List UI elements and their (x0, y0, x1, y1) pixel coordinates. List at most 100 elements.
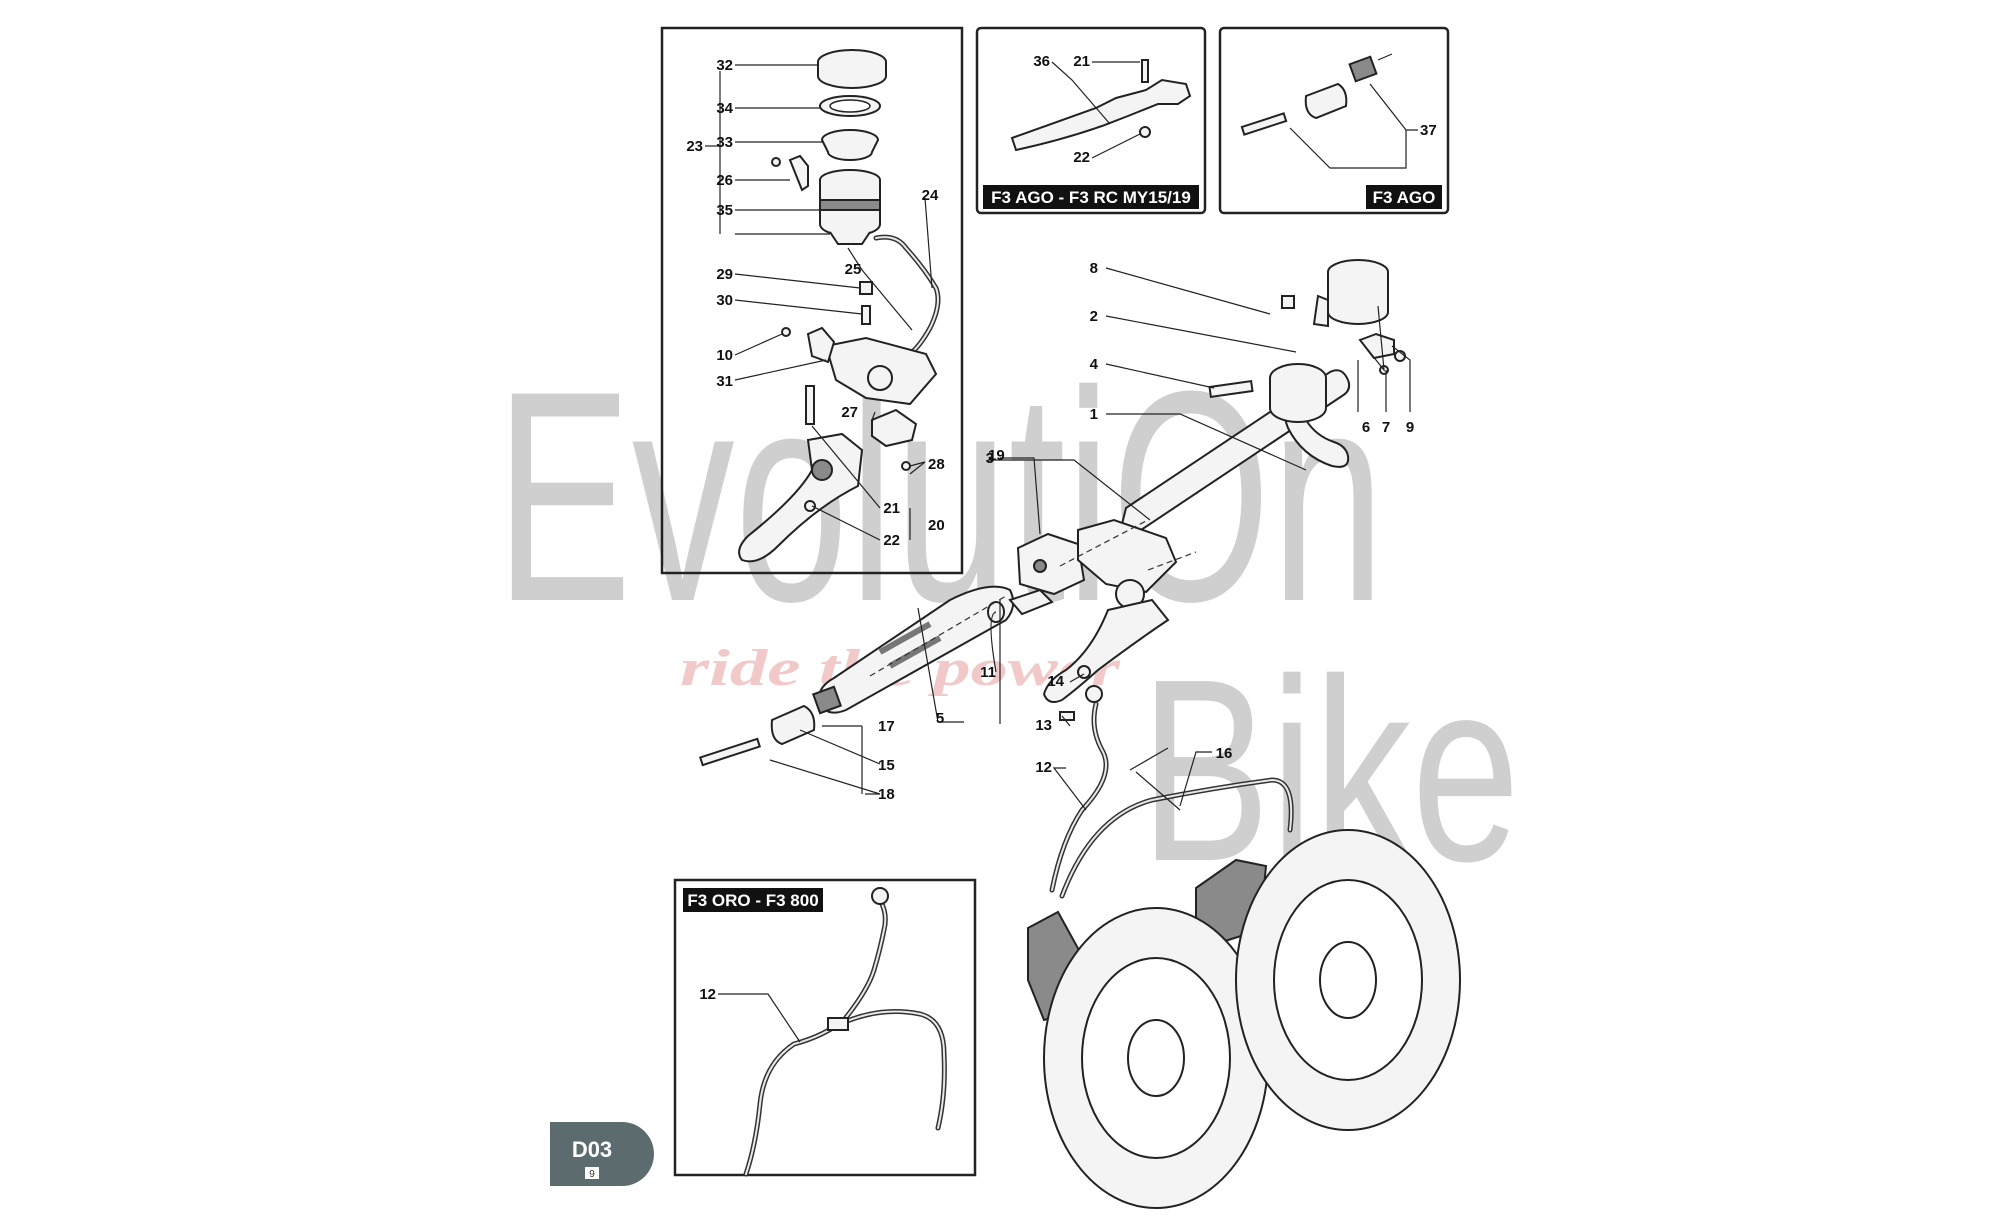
bar-end-weight (1304, 82, 1348, 120)
label-2: 2 (1090, 308, 1098, 325)
label-13: 13 (1035, 717, 1052, 734)
label-1: 1 (1090, 406, 1098, 423)
inset-title-bg (983, 185, 1199, 209)
lever-variant (1010, 78, 1192, 152)
reservoir-band (819, 199, 881, 211)
inset-title-bg-ago (1366, 185, 1442, 209)
label-11: 11 (980, 664, 996, 681)
disc-left-hub (1127, 1019, 1185, 1097)
oro-brake-line-right (837, 1009, 947, 1131)
inset-title-rc: F3 AGO - F3 RC MY15/19 (991, 188, 1191, 207)
lever-variant-pin (1141, 59, 1149, 83)
reservoir-outlet (829, 231, 871, 245)
throttle-ring (1008, 588, 1054, 616)
bar-end-bolt (1240, 112, 1288, 136)
switch-housing (1016, 532, 1086, 596)
inset-box-master-cylinder (660, 26, 964, 575)
label-30: 30 (716, 292, 733, 309)
banjo-washer (1077, 665, 1091, 679)
page-badge-shape (550, 1122, 654, 1186)
banjo-bolt (1059, 711, 1075, 721)
oro-splitter (827, 1017, 849, 1031)
lever-variant-nut (1139, 126, 1151, 138)
label-15: 15 (878, 757, 895, 774)
inset-title-bg-oro (683, 888, 823, 912)
label-24: 24 (922, 187, 939, 204)
brake-light-switch (871, 408, 918, 448)
clamp-half (806, 326, 836, 364)
main-bar-end-bolt (698, 737, 762, 767)
label-18: 18 (878, 786, 895, 803)
main-bar-end-insert (811, 685, 843, 715)
lever-nut (804, 500, 816, 512)
disc-right-hub (1319, 941, 1377, 1019)
lever-variant-inset: F3 AGO - F3 RC MY15/19 36 21 22 (975, 26, 1207, 215)
label-14: 14 (1047, 673, 1064, 690)
oro-variant-inset: F3 ORO - F3 800 12 (673, 878, 977, 1177)
main-assembly: 8 2 4 1 6 7 9 3 19 11 5 14 13 12 16 17 1… (698, 259, 1461, 1209)
label-21: 21 (883, 500, 900, 517)
inset-box-lever-variant (975, 26, 1207, 215)
label-16: 16 (1216, 745, 1233, 762)
label-26: 26 (716, 172, 733, 189)
label-10: 10 (716, 347, 733, 364)
inset-title-oro: F3 ORO - F3 800 (687, 891, 818, 910)
label-25: 25 (845, 261, 862, 278)
page-badge-sub: 9 (589, 1169, 595, 1180)
master-cylinder-inset: 32 34 33 23 26 35 24 25 29 30 10 31 27 2… (660, 26, 964, 575)
label-8: 8 (1090, 260, 1098, 277)
inset-title-ago: F3 AGO (1373, 188, 1436, 207)
clamp-screw (781, 327, 791, 337)
oro-banjo (871, 887, 889, 905)
switch-screw (901, 461, 911, 471)
label-19: 19 (988, 447, 1005, 464)
upper-reservoir-screw (1281, 295, 1295, 309)
label-7: 7 (1382, 419, 1390, 436)
lever-adjuster (811, 459, 833, 481)
label-9: 9 (1406, 419, 1414, 436)
label-20: 20 (928, 517, 945, 534)
switch-button (1033, 559, 1047, 573)
label-17: 17 (878, 718, 895, 735)
label-29: 29 (716, 266, 733, 283)
banjo-fitting (1085, 685, 1103, 703)
label-21b: 21 (1073, 53, 1090, 70)
label-33: 33 (716, 134, 733, 151)
reservoir-cap-side (817, 62, 887, 89)
label-4: 4 (1090, 356, 1099, 373)
label-22b: 22 (1073, 149, 1090, 166)
handlebar-clamp-side (1269, 378, 1327, 423)
label-3: 3 (986, 450, 994, 467)
clamp-bolt (1208, 379, 1254, 399)
bracket-screw (771, 157, 781, 167)
label-28: 28 (928, 456, 945, 473)
label-37: 37 (1420, 122, 1437, 139)
label-12: 12 (1035, 759, 1052, 776)
label-23: 23 (686, 138, 703, 155)
label-31: 31 (716, 373, 733, 390)
inset-box-bar-end (1218, 26, 1450, 215)
bleeder-cap (859, 281, 873, 295)
main-bar-end-weight (770, 704, 816, 746)
label-27: 27 (841, 404, 858, 421)
bleeder-valve (861, 305, 871, 325)
label-32: 32 (716, 57, 733, 74)
watermark: EvolutiOn Bike ride the power (495, 328, 1520, 916)
diaphragm (820, 129, 880, 161)
label-6: 6 (1362, 419, 1370, 436)
mounted-master-cylinder (1077, 518, 1178, 594)
label-35: 35 (716, 202, 733, 219)
page-badge: D03 9 (550, 1122, 654, 1186)
upper-reservoir-bracket (1312, 294, 1329, 328)
bar-end-variant-inset: F3 AGO 37 (1218, 26, 1450, 215)
master-cylinder-port (867, 365, 893, 391)
label-34: 34 (716, 100, 733, 117)
label-5: 5 (936, 710, 944, 727)
page-badge-code: D03 (572, 1137, 612, 1162)
mounted-brake-lever (1042, 598, 1170, 703)
label-22: 22 (883, 532, 900, 549)
gasket-ring-inner (829, 99, 871, 113)
label-36: 36 (1033, 53, 1050, 70)
lever-pivot-pin (805, 385, 815, 425)
